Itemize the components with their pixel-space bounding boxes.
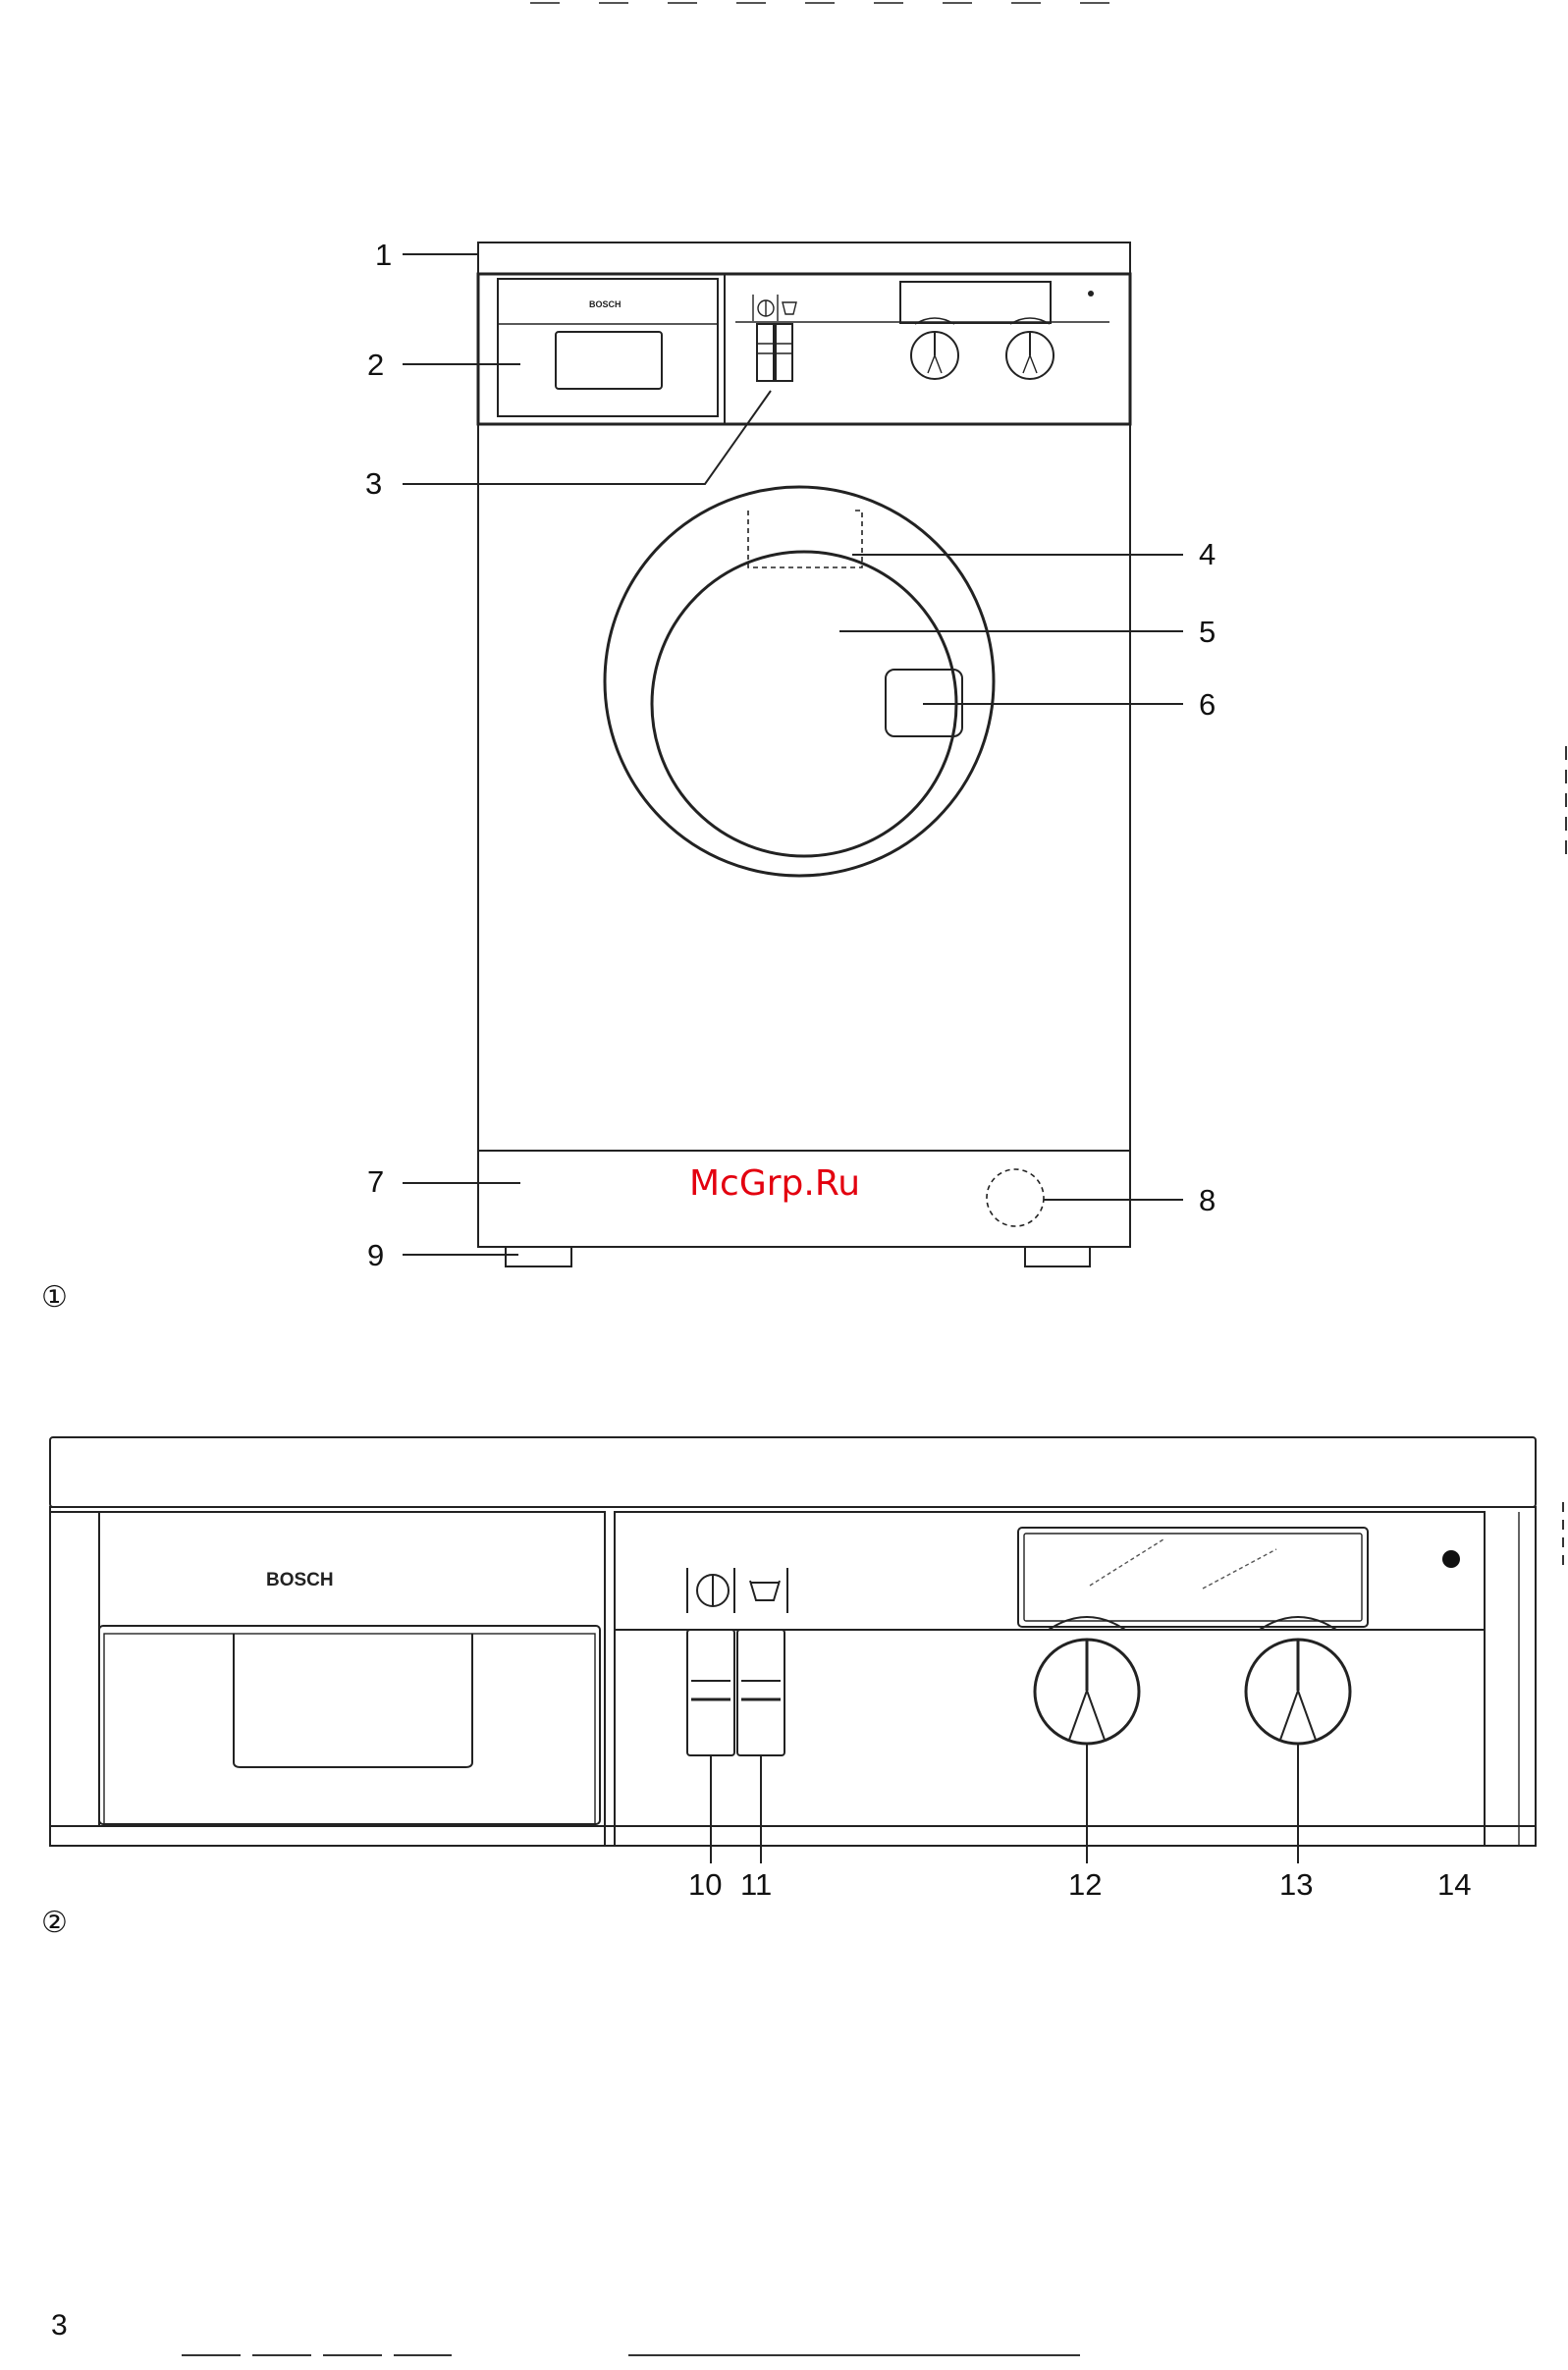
callout-11: 11 <box>740 1867 772 1902</box>
callout-8: 8 <box>1199 1183 1216 1217</box>
watermark: McGrp.Ru <box>689 1163 860 1204</box>
drawer-handle <box>556 332 662 389</box>
callout-13: 13 <box>1279 1867 1313 1902</box>
callout-9: 9 <box>367 1238 384 1272</box>
start-button[interactable] <box>737 1630 784 1755</box>
door-outer-ring <box>605 487 994 876</box>
figure-1-number: ① <box>41 1281 68 1314</box>
drawer-front <box>99 1626 600 1824</box>
door-seal-dashed-outline <box>748 511 862 567</box>
panel-worktop <box>50 1437 1536 1507</box>
foot-right <box>1025 1247 1090 1266</box>
callout-4: 4 <box>1199 537 1216 571</box>
control-fascia <box>478 274 1130 424</box>
program-display-window <box>1018 1528 1368 1627</box>
worktop <box>478 242 1130 274</box>
small-button-on-off <box>757 324 774 381</box>
callout-7: 7 <box>367 1164 384 1199</box>
leader-3 <box>403 391 771 484</box>
small-indicator-lamp <box>1088 291 1094 296</box>
panel-fascia <box>50 1507 1536 1846</box>
program-knob[interactable] <box>1035 1617 1139 1744</box>
on-off-button[interactable] <box>687 1630 734 1755</box>
drawer-inner-frame <box>104 1634 595 1824</box>
brand-logo-small: BOSCH <box>589 299 622 309</box>
figure-2-control-panel: BOSCH <box>41 1437 1536 1939</box>
scan-artifacts <box>182 3 1566 2355</box>
temperature-knob[interactable] <box>1246 1617 1350 1744</box>
indicator-lamp <box>1442 1550 1460 1568</box>
door-glass <box>652 552 956 856</box>
page-number: 3 <box>51 2309 68 2342</box>
foot-left <box>506 1247 571 1266</box>
callout-10: 10 <box>688 1867 722 1902</box>
small-power-symbol-icon <box>753 295 778 321</box>
glass-reflection-1 <box>1090 1539 1163 1586</box>
callout-5: 5 <box>1199 615 1216 649</box>
drawer-section <box>50 1512 605 1846</box>
program-display-window <box>900 282 1051 323</box>
small-wash-tub-icon <box>783 302 796 314</box>
small-knob-left <box>911 318 958 379</box>
drawer-handle-recess <box>234 1634 472 1767</box>
wash-tub-icon <box>750 1568 787 1613</box>
callout-1: 1 <box>375 238 392 272</box>
power-symbol-icon <box>687 1568 734 1613</box>
small-button-wash <box>776 324 792 381</box>
figure-1-machine-front: BOSCH <box>41 238 1216 1314</box>
display-inner-glass <box>1024 1534 1362 1621</box>
drain-pump-cover <box>987 1169 1044 1226</box>
cabinet-body <box>478 424 1130 1151</box>
callout-3: 3 <box>365 466 382 501</box>
callout-14: 14 <box>1437 1867 1471 1902</box>
callout-12: 12 <box>1068 1867 1102 1902</box>
control-section <box>615 1512 1485 1846</box>
callout-6: 6 <box>1199 687 1216 722</box>
small-knob-right <box>1006 318 1054 379</box>
glass-reflection-2 <box>1203 1549 1276 1589</box>
figure-2-number: ② <box>41 1907 68 1939</box>
brand-logo: BOSCH <box>266 1570 334 1590</box>
callout-2: 2 <box>367 348 384 382</box>
